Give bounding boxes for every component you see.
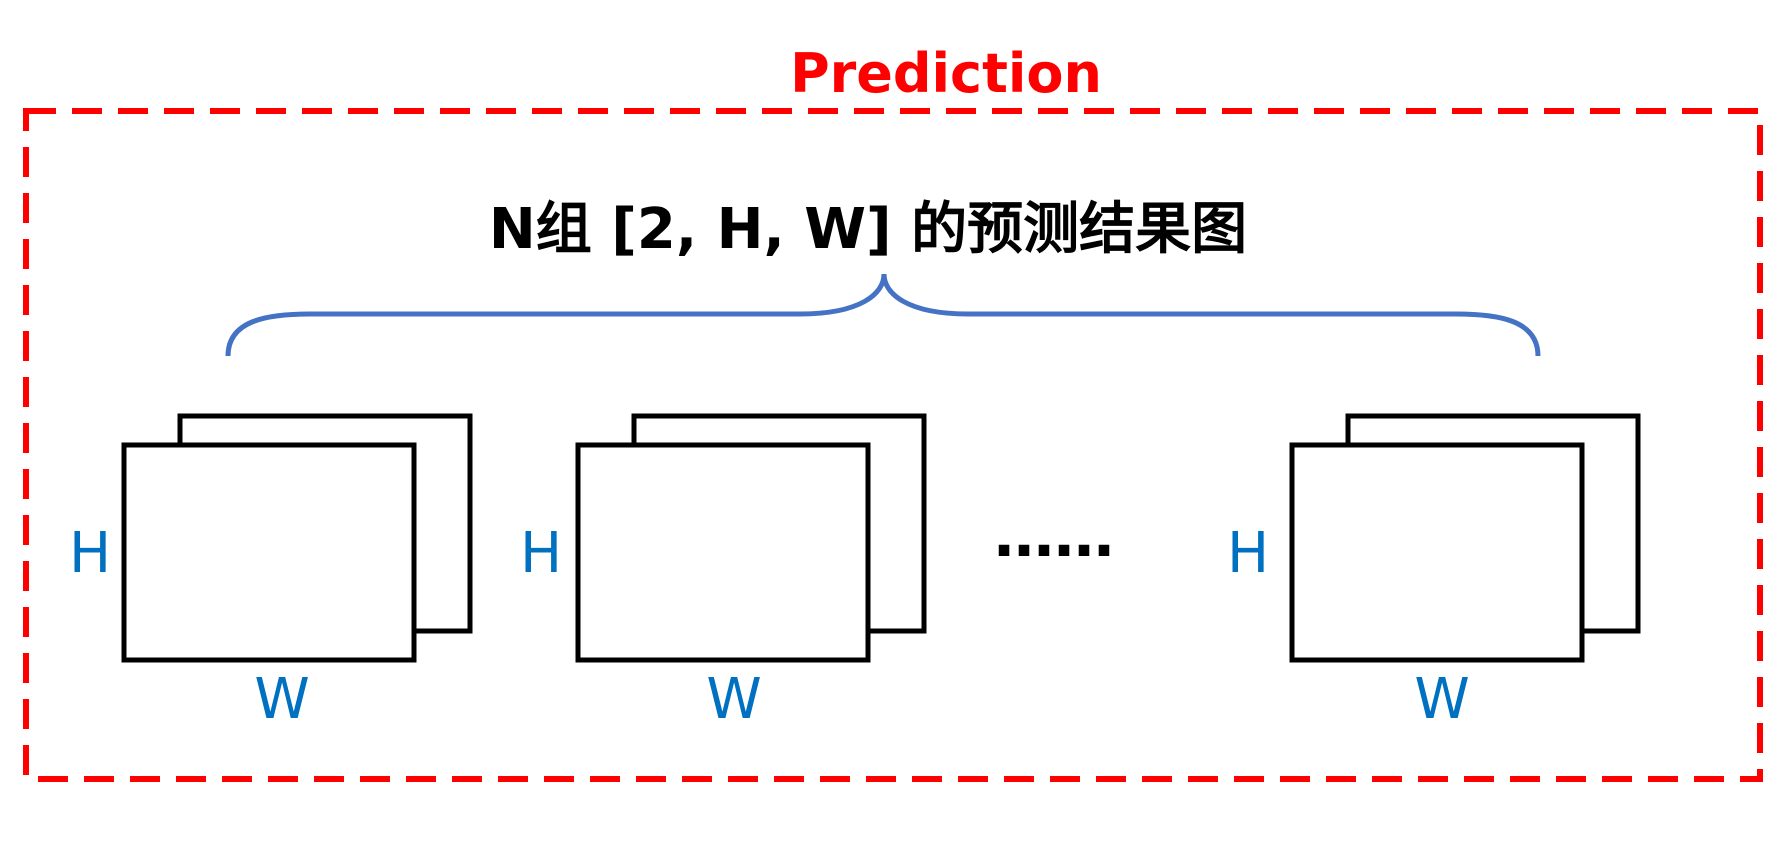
width-label: W	[706, 667, 761, 732]
width-label: W	[254, 667, 309, 732]
prediction-map-group-1: H W	[69, 413, 473, 732]
ellipsis: ……	[994, 501, 1114, 571]
height-label: H	[520, 521, 562, 586]
prediction-map-group-3: H W	[1227, 413, 1641, 732]
header-label: N组 [2, H, W] 的预测结果图	[489, 197, 1247, 262]
map-channel-front	[1289, 442, 1585, 663]
height-label: H	[69, 521, 111, 586]
map-channel-front	[575, 442, 871, 663]
prediction-title: Prediction	[790, 42, 1102, 105]
width-label: W	[1414, 667, 1469, 732]
height-label: H	[1227, 521, 1269, 586]
prediction-frame	[23, 108, 1763, 782]
prediction-map-group-2: H W	[520, 413, 927, 732]
group-brace	[225, 273, 1541, 357]
map-channel-front	[121, 442, 417, 663]
